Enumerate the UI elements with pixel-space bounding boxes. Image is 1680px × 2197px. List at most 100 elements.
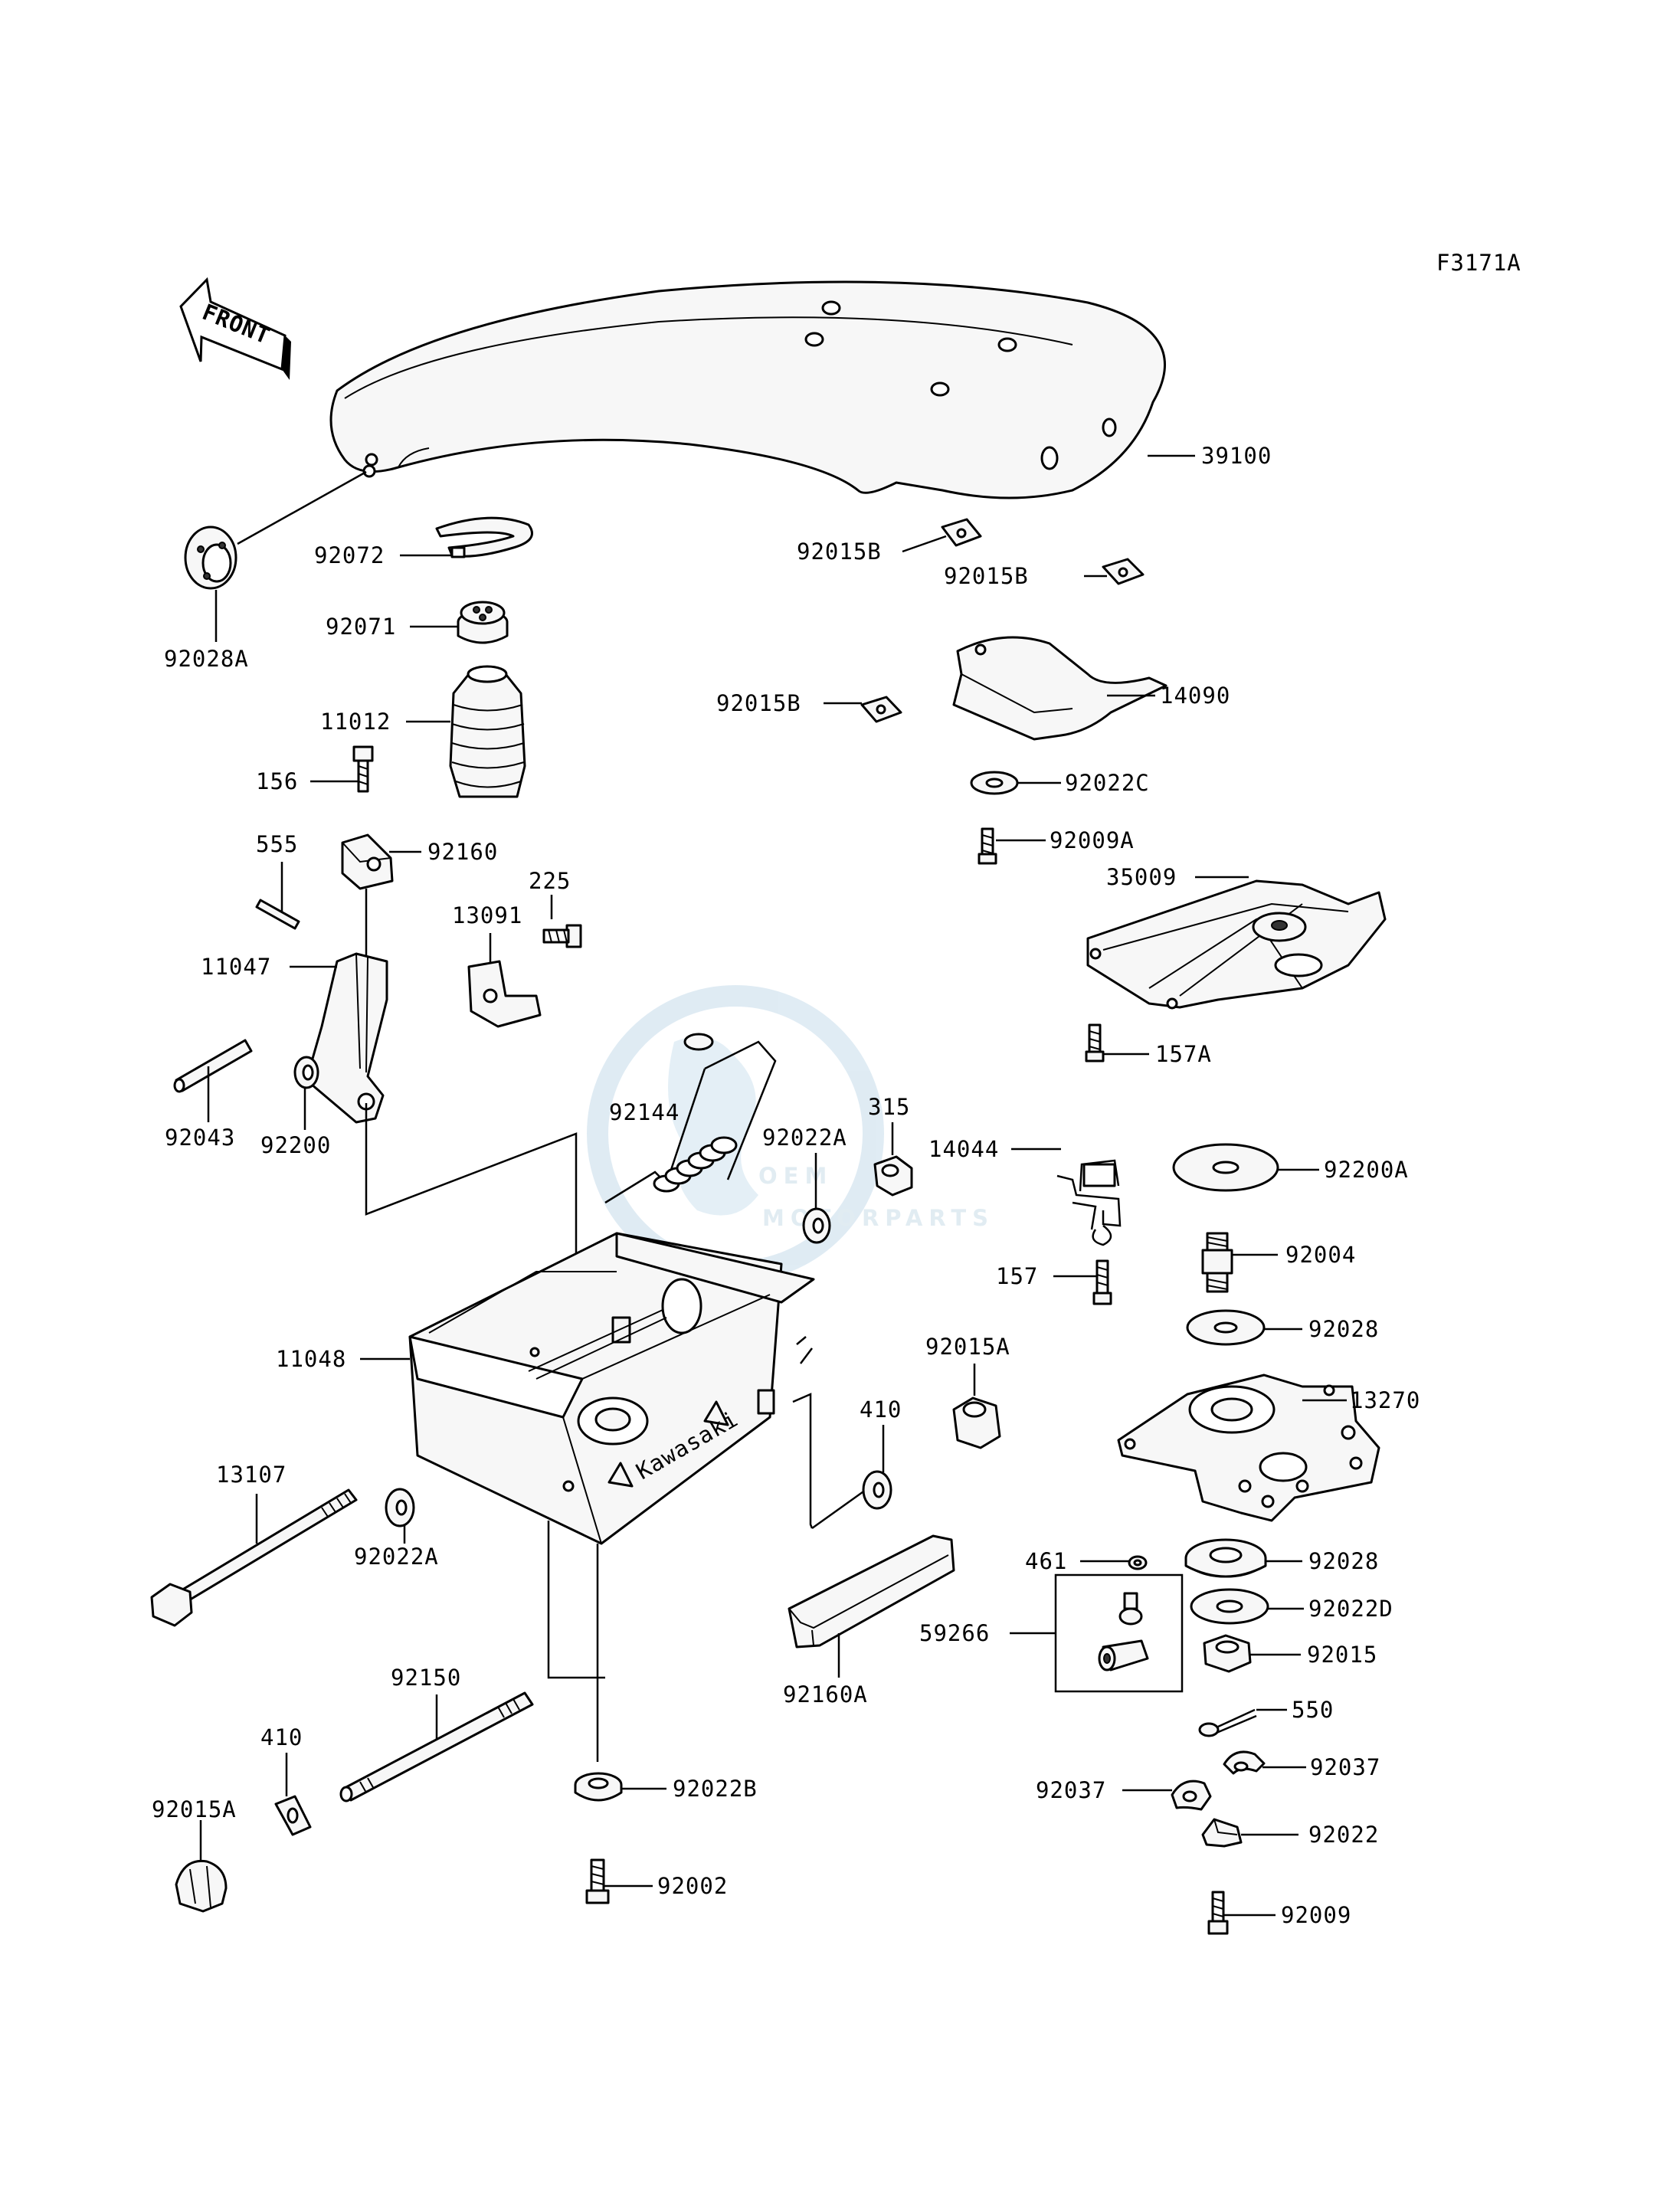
callout-11012: 11012 bbox=[320, 709, 391, 735]
front-arrow-icon: FRONT bbox=[179, 277, 291, 380]
plate-13270 bbox=[1117, 1374, 1380, 1522]
callout-92037-1: 92037 bbox=[1310, 1754, 1380, 1780]
nut-92015A-bot bbox=[175, 1859, 228, 1913]
callout-92071: 92071 bbox=[326, 614, 396, 640]
callout-92144: 92144 bbox=[609, 1099, 680, 1125]
bolt-157A bbox=[1085, 1023, 1105, 1062]
callout-92004: 92004 bbox=[1285, 1242, 1356, 1268]
bolt-92009 bbox=[1207, 1891, 1229, 1935]
callout-39100: 39100 bbox=[1201, 443, 1272, 469]
nut-92015A-mid bbox=[952, 1396, 1001, 1449]
watermark-subtitle: MOTORPARTS bbox=[762, 1205, 994, 1231]
watermark-logo: OEM bbox=[758, 1163, 833, 1189]
washer-92028-1 bbox=[1186, 1309, 1266, 1346]
seat-cover-39100 bbox=[329, 280, 1166, 499]
figure-code: F3171A bbox=[1436, 250, 1521, 276]
callout-92028-1: 92028 bbox=[1308, 1316, 1379, 1342]
callout-410-bot: 410 bbox=[260, 1724, 303, 1750]
rod-92043 bbox=[173, 1039, 253, 1093]
bolt-92009A bbox=[978, 827, 997, 865]
callout-92015B-1: 92015B bbox=[797, 539, 882, 565]
clip-92015B-2 bbox=[1102, 558, 1145, 585]
washer-410-mid bbox=[862, 1470, 892, 1510]
callout-92022C: 92022C bbox=[1065, 770, 1150, 796]
callout-13107: 13107 bbox=[216, 1462, 287, 1488]
callout-92200: 92200 bbox=[260, 1132, 331, 1158]
washer-92028-2 bbox=[1184, 1538, 1267, 1578]
callout-92200A: 92200A bbox=[1324, 1157, 1409, 1183]
bracket-14044 bbox=[1056, 1159, 1122, 1246]
washer-92200 bbox=[293, 1056, 319, 1089]
bolt-92002 bbox=[585, 1858, 610, 1904]
washer-410-bot bbox=[274, 1795, 312, 1836]
boot-11012 bbox=[449, 665, 526, 798]
callout-92072: 92072 bbox=[314, 542, 385, 568]
ring-461 bbox=[1128, 1555, 1148, 1570]
cotter-pin-550 bbox=[1198, 1708, 1257, 1737]
callout-315: 315 bbox=[868, 1094, 910, 1120]
bolt-157 bbox=[1092, 1259, 1112, 1305]
callout-92015B-2: 92015B bbox=[944, 563, 1029, 589]
pin-555 bbox=[255, 899, 300, 930]
callout-92028-2: 92028 bbox=[1308, 1548, 1379, 1574]
clip-92015B-1 bbox=[941, 518, 982, 547]
callout-550: 550 bbox=[1292, 1697, 1334, 1723]
callout-157: 157 bbox=[996, 1263, 1038, 1289]
callout-157A: 157A bbox=[1155, 1041, 1212, 1067]
washer-92200A bbox=[1172, 1143, 1279, 1192]
clamp-92037-2 bbox=[1171, 1780, 1212, 1811]
stud-92004 bbox=[1201, 1232, 1233, 1293]
callout-461: 461 bbox=[1025, 1548, 1067, 1574]
callout-92022B: 92022B bbox=[673, 1776, 758, 1802]
callout-14044: 14044 bbox=[928, 1136, 999, 1162]
callout-35009: 35009 bbox=[1106, 864, 1177, 890]
callout-225: 225 bbox=[529, 868, 571, 894]
bolt-156 bbox=[352, 745, 374, 793]
callout-92160: 92160 bbox=[427, 839, 498, 865]
washer-92022A-top bbox=[802, 1207, 831, 1244]
pin-92028A bbox=[184, 526, 237, 590]
grommet-92071 bbox=[457, 601, 509, 644]
callout-92043: 92043 bbox=[165, 1125, 235, 1151]
callout-92022A-bot: 92022A bbox=[354, 1544, 439, 1570]
callout-59266: 59266 bbox=[919, 1620, 990, 1646]
band-92072 bbox=[435, 516, 533, 558]
callout-92022D: 92022D bbox=[1308, 1596, 1393, 1622]
callout-13091: 13091 bbox=[452, 902, 522, 928]
callout-92015B-3: 92015B bbox=[716, 690, 801, 716]
kit-59266 bbox=[1054, 1573, 1184, 1693]
callout-92028A: 92028A bbox=[164, 646, 249, 672]
callout-92015A-mid: 92015A bbox=[925, 1334, 1010, 1360]
callout-13270: 13270 bbox=[1350, 1387, 1420, 1413]
callout-92015: 92015 bbox=[1307, 1642, 1377, 1668]
bolt-225 bbox=[542, 924, 582, 948]
callout-92009: 92009 bbox=[1281, 1902, 1351, 1928]
washer-92022A-bot bbox=[385, 1488, 415, 1527]
callout-92037-2: 92037 bbox=[1036, 1777, 1106, 1803]
bar-92160A bbox=[788, 1534, 955, 1649]
callout-92150: 92150 bbox=[391, 1665, 461, 1691]
washer-92022D bbox=[1190, 1588, 1269, 1625]
plate-35009 bbox=[1086, 879, 1387, 1010]
callout-92160A: 92160A bbox=[783, 1681, 868, 1708]
callout-92009A: 92009A bbox=[1050, 827, 1135, 853]
callout-92015A-bot: 92015A bbox=[152, 1796, 237, 1822]
washer-92022C bbox=[970, 771, 1019, 795]
washer-92022B bbox=[574, 1772, 623, 1802]
nut-315 bbox=[873, 1155, 913, 1197]
callout-92022: 92022 bbox=[1308, 1822, 1379, 1848]
case-11048: Kawasaki bbox=[408, 1232, 815, 1545]
mount-92160 bbox=[341, 833, 394, 890]
callout-92002: 92002 bbox=[657, 1873, 728, 1899]
bracket-13091 bbox=[467, 960, 542, 1028]
callout-14090: 14090 bbox=[1160, 683, 1230, 709]
clip-92022 bbox=[1201, 1818, 1243, 1848]
callout-11048: 11048 bbox=[276, 1346, 346, 1372]
bracket-11047 bbox=[305, 952, 388, 1124]
nut-92015 bbox=[1203, 1634, 1252, 1673]
callout-11047: 11047 bbox=[201, 954, 271, 980]
callout-92022A-top: 92022A bbox=[762, 1125, 847, 1151]
clip-92015B-3 bbox=[860, 696, 902, 723]
callout-410-mid: 410 bbox=[860, 1396, 902, 1423]
